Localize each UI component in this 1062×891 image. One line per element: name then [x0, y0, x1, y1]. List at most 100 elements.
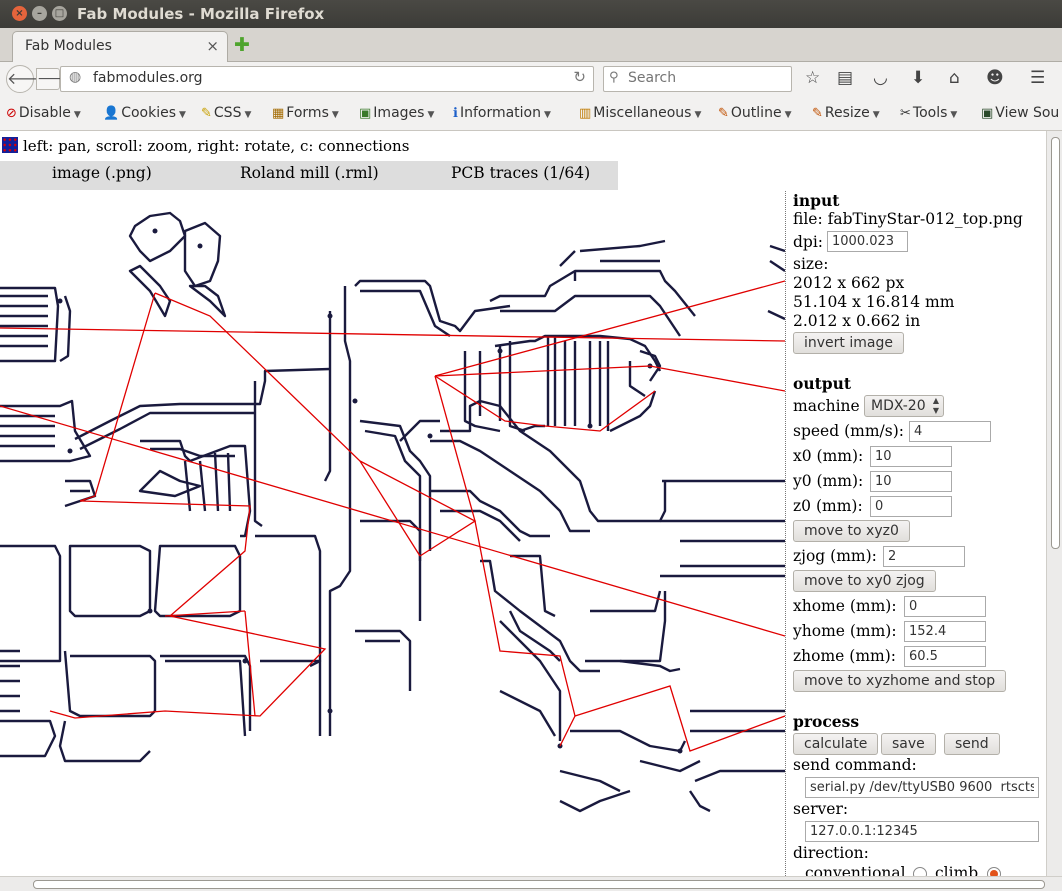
- chevron-down-icon: ▼: [331, 110, 339, 120]
- process-heading: process: [793, 712, 860, 731]
- toolpath-svg[interactable]: [0, 191, 785, 876]
- yhome-input[interactable]: [904, 621, 986, 642]
- y0-label: y0 (mm):: [793, 472, 864, 490]
- move-to-xyz0-button[interactable]: move to xyz0: [793, 520, 910, 542]
- vertical-scrollbar[interactable]: [1046, 131, 1062, 876]
- toolbar-item-disable[interactable]: ⊘Disable▼: [6, 105, 81, 121]
- tab-strip: Fab Modules × ✚: [0, 28, 1062, 62]
- resize-icon: ✎: [812, 106, 823, 121]
- chevron-down-icon: ▼: [244, 110, 252, 120]
- home-icon[interactable]: ⌂: [949, 68, 960, 88]
- size-px: 2012 x 662 px: [793, 274, 905, 292]
- forward-button[interactable]: 🡒: [36, 68, 75, 90]
- bookmark-star-icon[interactable]: ☆: [805, 68, 821, 88]
- size-mm: 51.104 x 16.814 mm: [793, 293, 955, 311]
- tab-fab-modules[interactable]: Fab Modules ×: [12, 31, 228, 62]
- toolbar-item-resize[interactable]: ✎Resize▼: [812, 105, 880, 121]
- spinner-icon: ▲▼: [932, 396, 939, 415]
- forms-icon: ▦: [272, 106, 285, 121]
- minimize-window-icon[interactable]: –: [32, 6, 47, 21]
- toolpath-canvas[interactable]: [0, 191, 786, 876]
- send-command-input[interactable]: [805, 777, 1039, 798]
- cookies-icon: 👤: [103, 106, 120, 121]
- search-icon: ⚲: [609, 70, 619, 85]
- toolbar-item-tools[interactable]: ✂Tools▼: [900, 105, 957, 121]
- size-in: 2.012 x 0.662 in: [793, 312, 921, 330]
- menu-pcb-traces[interactable]: PCB traces (1/64): [451, 164, 591, 182]
- horizontal-scrollbar[interactable]: [0, 876, 1062, 891]
- close-tab-icon[interactable]: ×: [206, 37, 219, 55]
- pocket-icon[interactable]: ◡: [873, 68, 888, 88]
- tab-label: Fab Modules: [25, 38, 112, 54]
- toolbar-item-outline[interactable]: ✎Outline▼: [718, 105, 791, 121]
- menu-roland-mill[interactable]: Roland mill (.rml): [240, 164, 379, 182]
- speed-input[interactable]: [909, 421, 991, 442]
- menu-icon[interactable]: ☰: [1030, 68, 1046, 88]
- xhome-input[interactable]: [904, 596, 986, 617]
- move-to-xy0-zjog-button[interactable]: move to xy0 zjog: [793, 570, 936, 592]
- save-button[interactable]: save: [881, 733, 936, 755]
- url-bar[interactable]: ◍ fabmodules.org ↻: [60, 66, 594, 92]
- connection-lines: [0, 280, 785, 752]
- download-icon[interactable]: ⬇: [911, 68, 926, 88]
- zhome-label: zhome (mm):: [793, 647, 896, 665]
- toolbar-item-forms[interactable]: ▦Forms▼: [272, 105, 339, 121]
- zjog-input[interactable]: [883, 546, 965, 567]
- reading-list-icon[interactable]: ▤: [837, 68, 854, 88]
- close-window-icon[interactable]: ×: [12, 6, 27, 21]
- toolbar-label: Forms: [286, 105, 329, 121]
- reload-icon[interactable]: ↻: [573, 68, 586, 86]
- chevron-down-icon: ▼: [784, 110, 792, 120]
- send-button[interactable]: send: [944, 733, 1000, 755]
- toolpath-traces: [0, 211, 785, 813]
- climb-label: climb: [935, 864, 979, 876]
- vertical-scroll-thumb[interactable]: [1051, 137, 1060, 549]
- fab-logo-icon: [2, 137, 18, 153]
- maximize-window-icon[interactable]: □: [52, 6, 67, 21]
- toolbar-item-images[interactable]: ▣Images▼: [359, 105, 434, 121]
- view-source-icon: ▣: [981, 106, 994, 121]
- smiley-icon[interactable]: ☻: [986, 68, 1004, 88]
- url-text: fabmodules.org: [93, 70, 203, 86]
- developer-toolbar: ⊘Disable▼ 👤Cookies▼ ✎CSS▼ ▦Forms▼ ▣Image…: [0, 97, 1062, 131]
- z0-input[interactable]: [870, 496, 952, 517]
- control-panel: input file: fabTinyStar-012_top.png dpi:…: [793, 189, 1046, 876]
- input-heading: input: [793, 191, 840, 210]
- tools-icon: ✂: [900, 106, 911, 121]
- toolbar-item-view-source[interactable]: ▣View Sou: [981, 105, 1059, 121]
- size-label: size:: [793, 255, 829, 273]
- climb-radio[interactable]: [987, 867, 1001, 876]
- miscellaneous-icon: ▥: [579, 106, 592, 121]
- z0-label: z0 (mm):: [793, 497, 863, 515]
- speed-label: speed (mm/s):: [793, 422, 904, 440]
- calculate-button[interactable]: calculate: [793, 733, 879, 755]
- server-input[interactable]: [805, 821, 1039, 842]
- invert-image-button[interactable]: invert image: [793, 332, 904, 354]
- toolbar-item-miscellaneous[interactable]: ▥Miscellaneous▼: [579, 105, 701, 121]
- back-button[interactable]: 🡐: [6, 65, 50, 93]
- module-menu: image (.png) Roland mill (.rml) PCB trac…: [0, 161, 618, 190]
- toolbar-item-css[interactable]: ✎CSS▼: [201, 105, 251, 121]
- machine-select[interactable]: MDX-20▲▼: [864, 395, 944, 417]
- search-bar[interactable]: ⚲: [603, 66, 792, 92]
- globe-icon: ◍: [69, 69, 82, 85]
- chevron-down-icon: ▼: [179, 110, 186, 120]
- search-input[interactable]: [626, 69, 790, 87]
- horizontal-scroll-thumb[interactable]: [33, 880, 1045, 889]
- machine-label: machine: [793, 397, 860, 415]
- toolbar-item-cookies[interactable]: 👤Cookies▼: [103, 105, 186, 121]
- dpi-input[interactable]: [827, 231, 908, 252]
- move-to-xyzhome-button[interactable]: move to xyzhome and stop: [793, 670, 1007, 692]
- new-tab-icon[interactable]: ✚: [234, 34, 250, 56]
- server-label: server:: [793, 800, 849, 818]
- conventional-radio[interactable]: [913, 867, 927, 876]
- zhome-input[interactable]: [904, 646, 986, 667]
- menu-image-png[interactable]: image (.png): [52, 164, 152, 182]
- zjog-label: zjog (mm):: [793, 547, 877, 565]
- x0-input[interactable]: [870, 446, 952, 467]
- outline-icon: ✎: [718, 106, 729, 121]
- chevron-down-icon: ▼: [544, 110, 551, 120]
- conventional-label: conventional: [805, 864, 906, 876]
- y0-input[interactable]: [870, 471, 952, 492]
